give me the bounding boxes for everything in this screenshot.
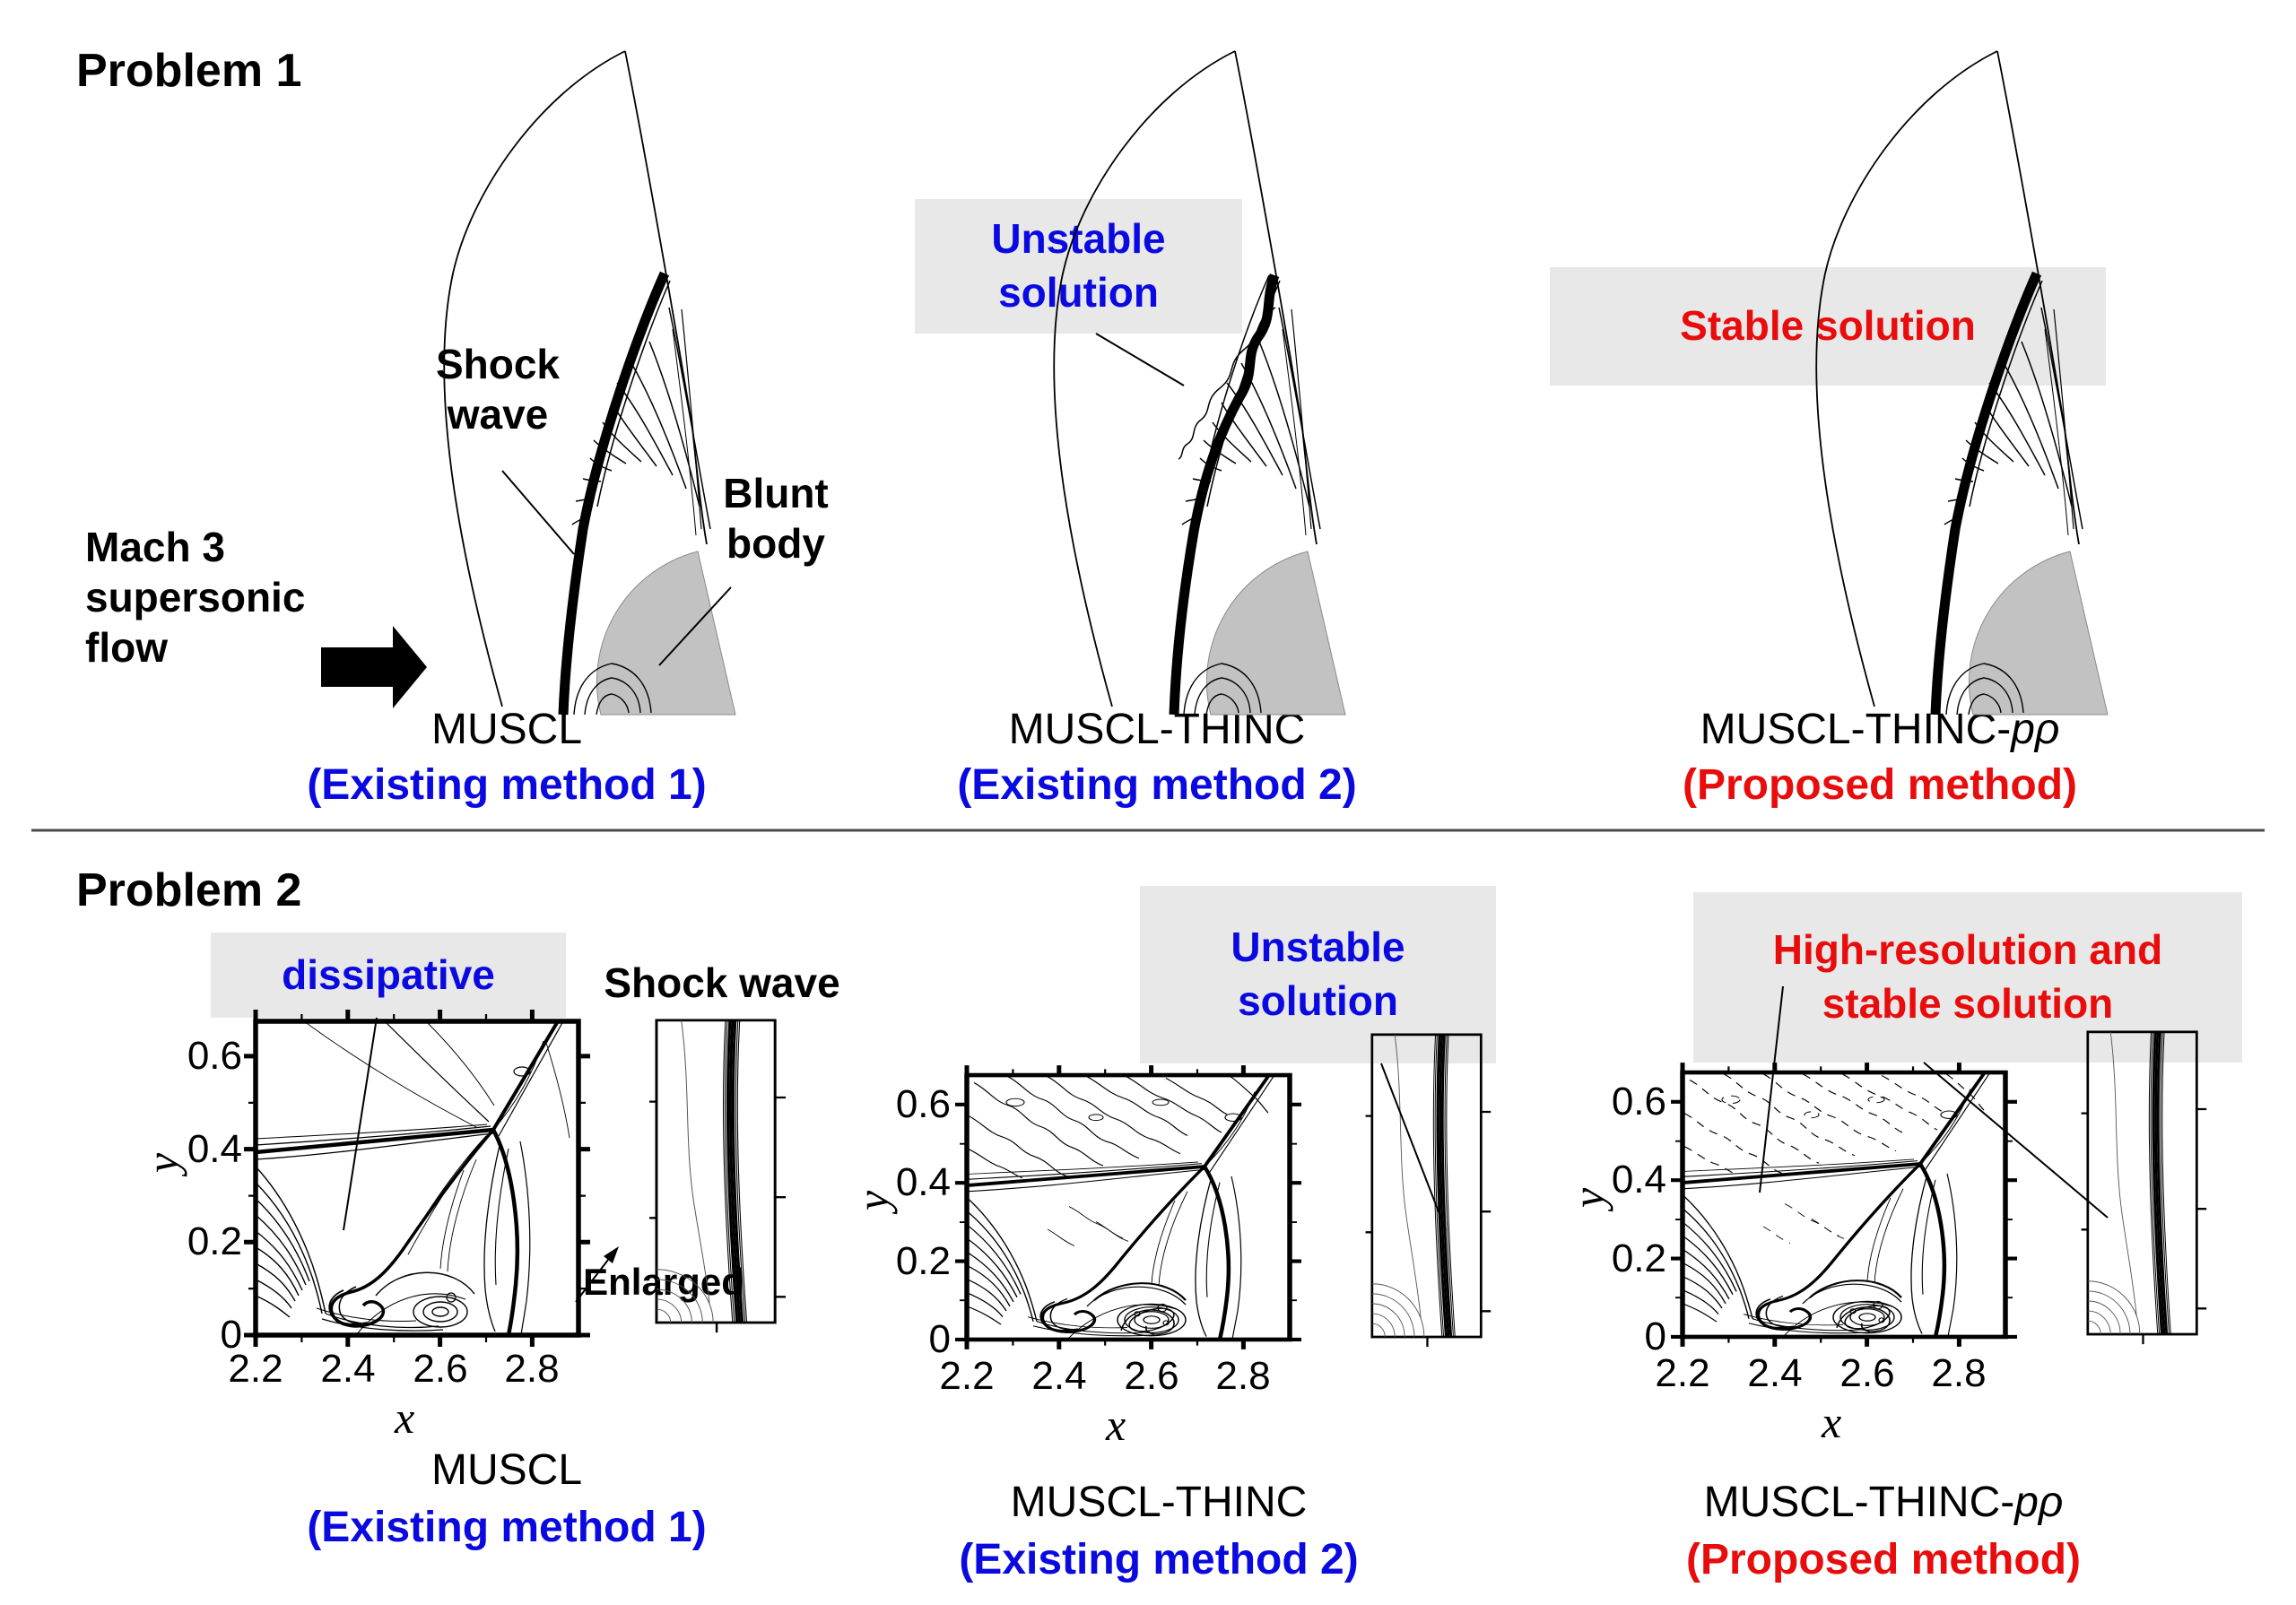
y-tick-label: 0.2 xyxy=(187,1219,242,1263)
unstable-solution-callout-p2: Unstable solution xyxy=(1140,886,1496,1063)
shock-wave-label-p2: Shock wave xyxy=(604,959,840,1006)
x-axis-label: x xyxy=(395,1392,415,1443)
enlarged-label: Enlarged xyxy=(583,1261,744,1303)
flow-arrow-icon xyxy=(321,626,427,708)
caption-note-2-p1: (Existing method 2) xyxy=(957,761,1357,809)
caption-method-3-p1: MUSCL-THINC-pρ xyxy=(1700,706,2060,753)
unstable-leader-line-p2 xyxy=(1380,1063,1447,1231)
caption-note-1-p1: (Existing method 1) xyxy=(307,761,707,809)
y-tick-label: 0.2 xyxy=(1611,1236,1666,1280)
x-tick-label: 2.8 xyxy=(504,1347,560,1391)
x-tick-label: 2.2 xyxy=(939,1354,995,1398)
highres-callout: High-resolution and stable solution xyxy=(1693,892,2242,1063)
caption-method-1-p1: MUSCL xyxy=(430,706,583,753)
enlarged-strip-musclthincpr xyxy=(2080,1030,2208,1346)
problem2-heading: Problem 2 xyxy=(76,864,302,916)
y-tick-label: 0.2 xyxy=(895,1239,951,1283)
caption-method-3-p2: MUSCL-THINC-pρ xyxy=(1703,1479,2064,1526)
x-tick-label: 2.8 xyxy=(1215,1354,1271,1398)
caption-note-3-p2: (Proposed method) xyxy=(1686,1536,2081,1583)
x-axis-label: x xyxy=(1106,1400,1126,1450)
y-tick-label: 0.4 xyxy=(895,1160,951,1204)
y-tick-label: 0.4 xyxy=(1611,1158,1666,1202)
caption-method-1-p2: MUSCL xyxy=(430,1446,583,1494)
y-tick-label: 0.4 xyxy=(187,1127,242,1171)
shock-wave-label: Shock wave xyxy=(435,341,561,438)
caption-note-2-p2: (Existing method 2) xyxy=(959,1536,1359,1583)
caption-method-2-p1: MUSCL-THINC xyxy=(1008,706,1306,753)
y-tick-label: 0 xyxy=(220,1313,242,1357)
problem1-heading: Problem 1 xyxy=(76,45,302,97)
caption-note-1-p2: (Existing method 1) xyxy=(307,1504,707,1551)
y-axis-label: y xyxy=(137,1152,188,1174)
caption-method-2-p2: MUSCL-THINC xyxy=(1010,1479,1308,1526)
x-tick-label: 2.6 xyxy=(1124,1354,1179,1398)
y-tick-label: 0.6 xyxy=(187,1034,242,1078)
flow-condition-label: Mach 3 supersonic flow xyxy=(85,524,306,672)
x-tick-label: 2.6 xyxy=(1839,1351,1895,1395)
contour-plot-musclthincpr-p2 xyxy=(1677,1068,2011,1341)
y-tick-label: 0 xyxy=(1644,1314,1666,1358)
x-tick-label: 2.6 xyxy=(413,1347,468,1391)
blunt-body-leader-line xyxy=(658,586,732,666)
contour-plot-muscl-p2 xyxy=(250,1016,584,1340)
enlarged-strip-musclthinc xyxy=(1364,1033,1492,1349)
caption-note-3-p1: (Proposed method) xyxy=(1683,761,2077,809)
x-tick-label: 2.2 xyxy=(228,1347,283,1391)
y-tick-label: 0.6 xyxy=(1611,1080,1666,1124)
shock-wave-leader-line xyxy=(501,470,575,555)
x-tick-label: 2.8 xyxy=(1931,1351,1987,1395)
y-axis-label: y xyxy=(1563,1187,1614,1209)
unstable-leader-line-p1 xyxy=(1095,333,1185,386)
x-tick-label: 2.2 xyxy=(1655,1351,1710,1395)
stable-solution-callout: Stable solution xyxy=(1550,267,2106,386)
x-tick-label: 2.4 xyxy=(1747,1351,1803,1395)
y-axis-label: y xyxy=(848,1190,899,1211)
dissipative-callout: dissipative xyxy=(211,933,566,1018)
x-axis-label: x xyxy=(1822,1397,1842,1447)
blunt-body-label: Blunt body xyxy=(723,470,829,568)
contour-figure-musclthinc-p1 xyxy=(1053,50,1346,717)
x-tick-label: 2.4 xyxy=(320,1347,376,1391)
x-tick-label: 2.4 xyxy=(1031,1354,1087,1398)
y-tick-label: 0 xyxy=(928,1317,951,1361)
y-tick-label: 0.6 xyxy=(895,1082,951,1126)
unstable-solution-callout-p1: Unstable solution xyxy=(915,199,1242,334)
contour-plot-musclthinc-p2 xyxy=(961,1071,1295,1344)
dissipative-leader-line xyxy=(343,1017,378,1231)
highres-leader-line-2 xyxy=(1923,1062,2109,1219)
